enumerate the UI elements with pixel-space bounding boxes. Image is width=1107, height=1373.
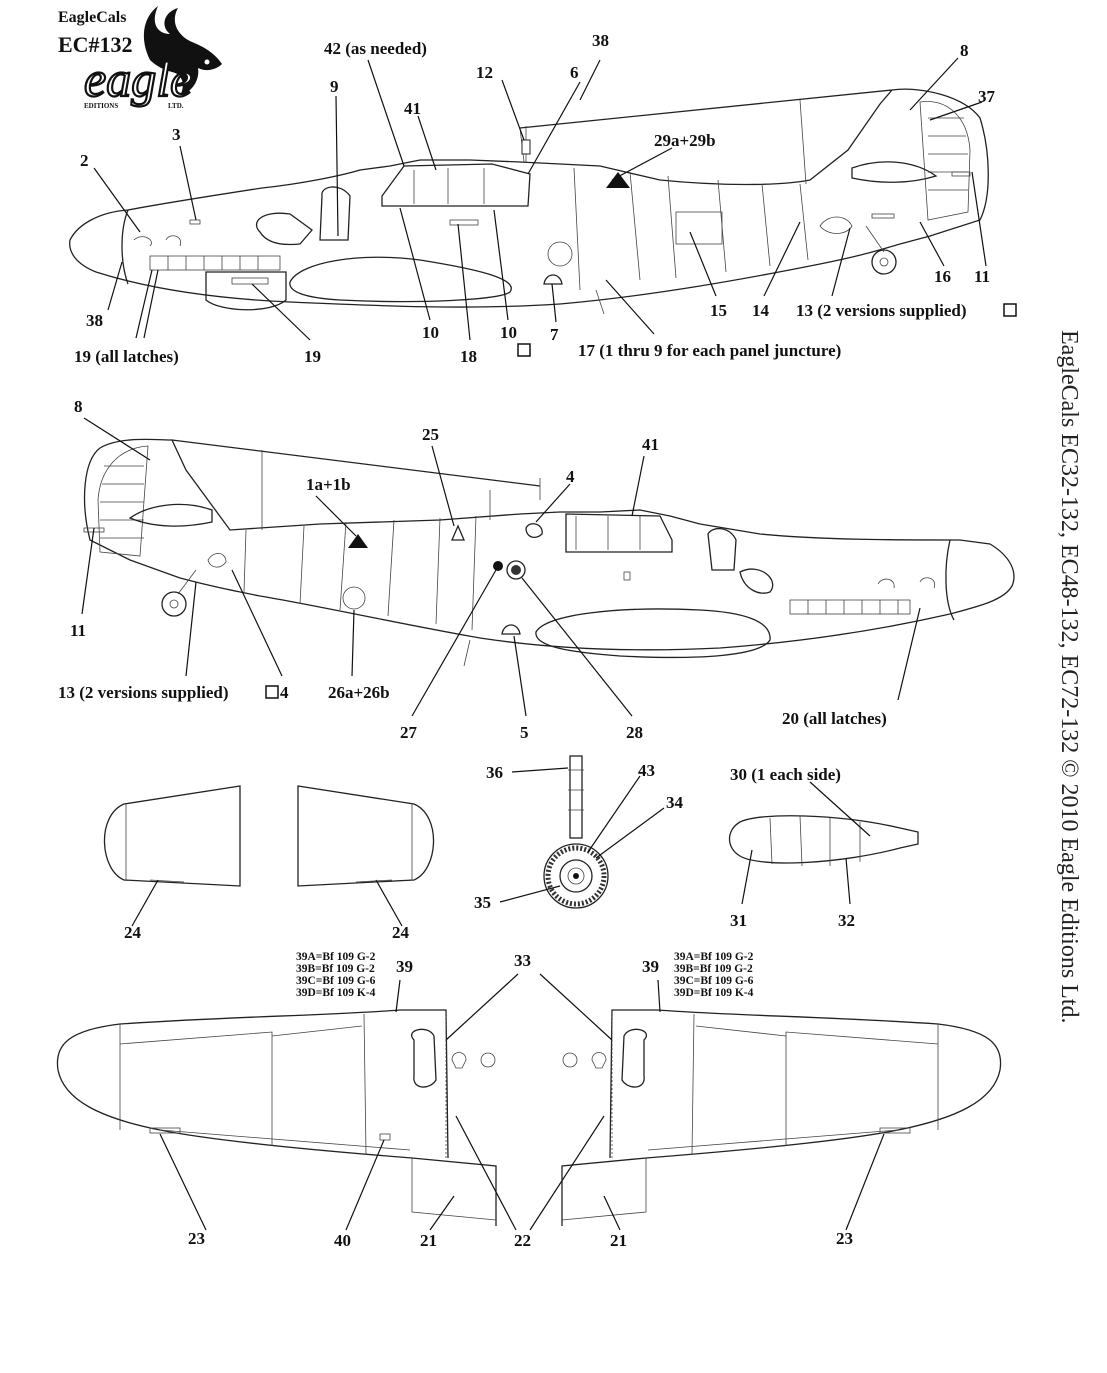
label-4: 4: [566, 467, 575, 486]
label-36: 36: [486, 763, 503, 782]
variant-left-a: 39A=Bf 109 G-2: [296, 951, 376, 963]
label-6: 6: [570, 63, 579, 82]
label-25: 25: [422, 425, 439, 444]
label-40: 40: [334, 1231, 351, 1250]
label-13-mid: 13 (2 versions supplied): [58, 683, 229, 702]
label-42: 42 (as needed): [324, 39, 427, 58]
label-8-mid: 8: [74, 397, 83, 416]
eagle-head-icon: [143, 6, 222, 96]
label-33: 33: [514, 951, 531, 970]
wings-underside: [56, 1009, 1002, 1226]
label-13-top: 13 (2 versions supplied): [796, 301, 967, 320]
label-41-top: 41: [404, 99, 421, 118]
label-30: 30 (1 each side): [730, 765, 841, 784]
variant-right-b: 39B=Bf 109 G-2: [674, 963, 753, 975]
label-3: 3: [172, 125, 181, 144]
label-2: 2: [80, 151, 89, 170]
wing-labels: 33 39 39 39A=Bf 109 G-2 39B=Bf 109 G-2 3…: [188, 951, 853, 1250]
label-1: 1a+1b: [306, 475, 351, 494]
label-11-top: 11: [974, 267, 990, 286]
label-26: 26a+26b: [328, 683, 390, 702]
top-labels: 42 (as needed) 38 8 12 6 37 9 41 29a+29b…: [74, 31, 1017, 366]
label-23-right: 23: [836, 1229, 853, 1248]
label-9: 9: [330, 77, 339, 96]
label-7: 7: [550, 325, 559, 344]
label-14: 14: [752, 301, 770, 320]
square-marker-13-mid: [265, 685, 279, 699]
wing-leaders: [159, 973, 885, 1231]
label-35: 35: [474, 893, 491, 912]
label-11-mid: 11: [70, 621, 86, 640]
fuselage-right-side: [83, 438, 1015, 667]
logo-ltd: LTD.: [168, 102, 184, 110]
label-10-left: 10: [422, 323, 439, 342]
label-12: 12: [476, 63, 493, 82]
label-19-all: 19 (all latches): [74, 347, 179, 366]
drop-tank: 30 (1 each side) 31 32: [728, 765, 919, 930]
variant-left-c: 39C=Bf 109 G-6: [296, 975, 376, 987]
label-8-top: 8: [960, 41, 969, 60]
label-32: 32: [838, 911, 855, 930]
label-31: 31: [730, 911, 747, 930]
label-41-mid: 41: [642, 435, 659, 454]
logo-code: EC#132: [58, 32, 133, 57]
variant-left-b: 39B=Bf 109 G-2: [296, 963, 375, 975]
label-23-left: 23: [188, 1229, 205, 1248]
label-21-right: 21: [610, 1231, 627, 1250]
label-18: 18: [460, 347, 477, 366]
square-marker-10: [517, 343, 531, 357]
label-22: 22: [514, 1231, 531, 1250]
variant-right-d: 39D=Bf 109 K-4: [674, 987, 754, 999]
copyright-side-text: EagleCals EC32-132, EC48-132, EC72-132 ©…: [1056, 330, 1082, 1023]
fuselage-left-side: [69, 88, 989, 315]
label-34: 34: [666, 793, 684, 812]
label-43: 43: [638, 761, 655, 780]
top-leaders: [93, 57, 987, 341]
label-39-right: 39: [642, 957, 659, 976]
label-24-right: 24: [392, 923, 410, 942]
logo-brand: EagleCals: [58, 9, 126, 26]
label-38-bottom: 38: [86, 311, 103, 330]
label-15: 15: [710, 301, 727, 320]
label-10-right: 10: [500, 323, 517, 342]
label-16: 16: [934, 267, 951, 286]
label-17: 17 (1 thru 9 for each panel juncture): [578, 341, 841, 360]
label-4-mid: 4: [280, 683, 289, 702]
label-39-left: 39: [396, 957, 413, 976]
middle-leaders: [81, 417, 921, 717]
variant-left-d: 39D=Bf 109 K-4: [296, 987, 376, 999]
eagle-editions-logo: EagleCals EC#132 eagle EDITIONS LTD.: [58, 6, 222, 110]
square-marker-13: [1003, 303, 1017, 317]
label-20: 20 (all latches): [782, 709, 887, 728]
label-38-top: 38: [592, 31, 609, 50]
label-28: 28: [626, 723, 643, 742]
label-27: 27: [400, 723, 418, 742]
main-wheel: 36 43 34 35: [474, 755, 684, 912]
label-19: 19: [304, 347, 321, 366]
logo-editions: EDITIONS: [84, 102, 118, 110]
middle-labels: 8 25 41 1a+1b 4 11 13 (2 versions suppli…: [58, 397, 887, 742]
variant-right-c: 39C=Bf 109 G-6: [674, 975, 754, 987]
variant-right-a: 39A=Bf 109 G-2: [674, 951, 754, 963]
label-37: 37: [978, 87, 996, 106]
elevator-parts: 24 24: [103, 785, 435, 942]
label-21-left: 21: [420, 1231, 437, 1250]
label-29: 29a+29b: [654, 131, 716, 150]
logo-word: eagle: [84, 51, 192, 107]
label-24-left: 24: [124, 923, 142, 942]
label-5: 5: [520, 723, 529, 742]
